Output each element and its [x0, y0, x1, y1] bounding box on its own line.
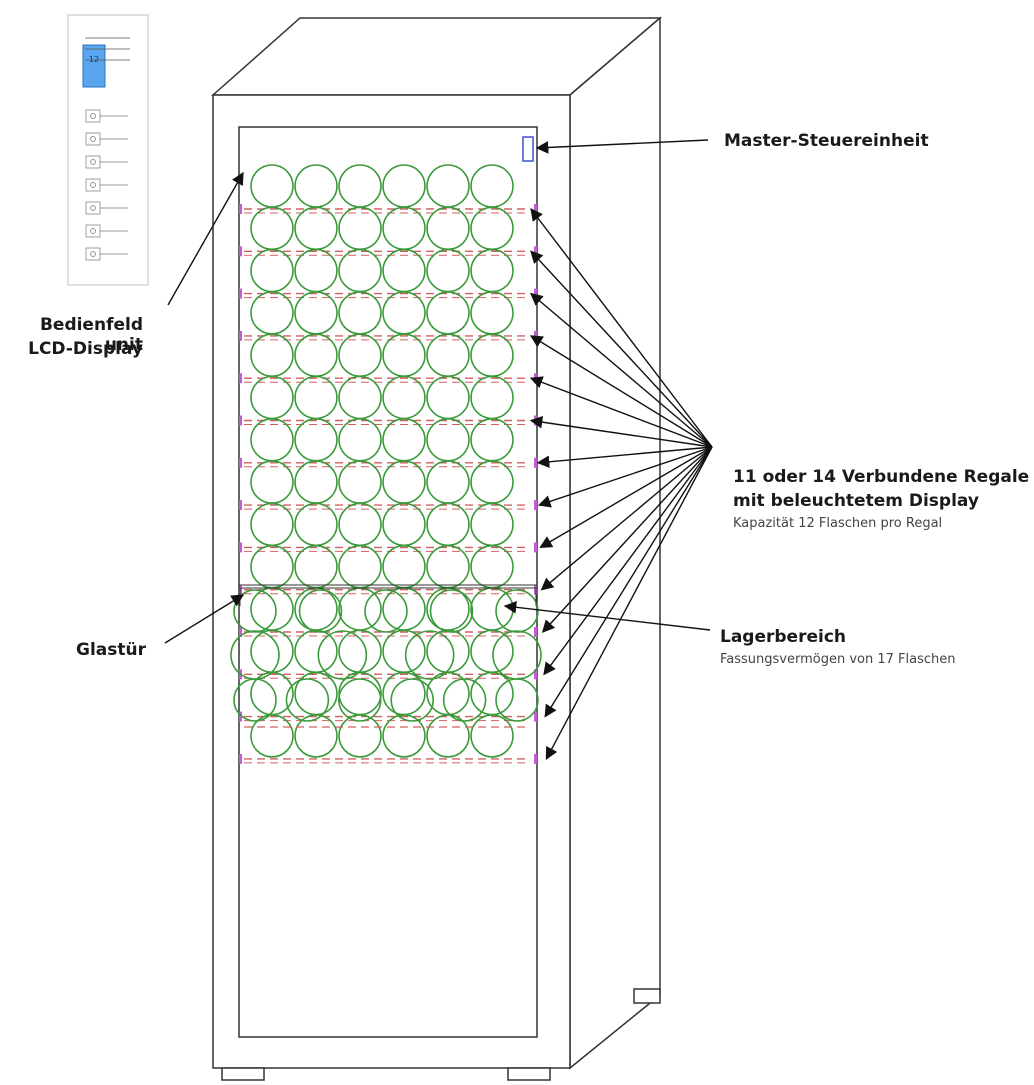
shelf-tab-left: [239, 204, 242, 214]
arrow-shelf-13: [544, 446, 713, 718]
shelf-tab-left: [239, 542, 242, 553]
shelf-tab-right: [534, 457, 537, 468]
arrow-glastuer: [164, 594, 245, 644]
storage-bottle: [364, 589, 408, 633]
master-control-unit: [522, 136, 534, 162]
foot-back: [633, 988, 661, 1004]
arrow-shelf-11: [541, 446, 713, 633]
down-icon: [85, 201, 128, 215]
control-panel: 12: [67, 14, 149, 286]
shelf-tab-left: [239, 330, 242, 341]
storage-bottle: [317, 630, 368, 680]
arrow-bedienfeld: [167, 171, 244, 306]
arrow-shelf-3: [530, 292, 713, 448]
arrow-master: [535, 139, 709, 154]
shelf-tab-left: [239, 246, 242, 257]
label-storage-area: Lagerbereich: [720, 627, 847, 647]
storage-bottle: [495, 678, 539, 722]
label-shelves-line2: mit beleuchtetem Display: [733, 491, 979, 511]
foot-right: [507, 1067, 551, 1081]
storage-bottle: [429, 589, 474, 633]
bottle: [338, 714, 382, 758]
storage-bottle: [285, 678, 330, 722]
storage-area: [230, 589, 542, 728]
shelf-tab-left: [239, 627, 242, 637]
bottle: [426, 714, 470, 758]
arrow-lager: [503, 601, 711, 631]
arrow-shelf-8: [538, 446, 713, 508]
label-control-panel-line1: Bedienfeld unit: [39, 315, 143, 355]
glass-door: [238, 126, 538, 1038]
label-shelves-line1: 11 oder 14 Verbundene Regale: [733, 467, 1030, 487]
shelf-14: [239, 714, 537, 764]
shelf-tab-right: [534, 669, 537, 680]
shelf-tab-right: [534, 627, 537, 637]
shelf-tab-right: [534, 500, 537, 511]
foot-left: [221, 1067, 265, 1081]
shelf-8: [239, 460, 537, 511]
label-shelves-capacity: Kapazität 12 Flaschen pro Regal: [733, 516, 943, 531]
lcd-display: [82, 44, 106, 88]
shelf-1: [239, 164, 537, 214]
storage-bottle: [233, 589, 277, 633]
cabinet-front: [212, 94, 571, 1069]
storage-bottle: [298, 589, 343, 633]
storage-bottle: [337, 678, 382, 722]
label-master-control: Master-Steuereinheit: [724, 131, 929, 151]
light-icon: [85, 132, 128, 146]
shelf-tab-left: [239, 288, 242, 299]
bottle: [470, 714, 514, 758]
storage-bottle: [442, 678, 487, 722]
storage-bottle: [233, 678, 277, 722]
storage-bottle: [404, 630, 455, 680]
lock-icon: [85, 247, 128, 261]
arrow-shelf-2: [530, 250, 713, 448]
arrow-shelf-4: [529, 335, 713, 448]
shelf-tab-left: [239, 373, 242, 384]
arrow-shelf-6: [529, 415, 713, 448]
arrow-shelf-1: [530, 207, 713, 448]
shelf-tab-left: [239, 753, 242, 764]
label-control-panel-line2: LCD-Display: [28, 339, 143, 359]
shelf-tab-left: [239, 500, 242, 511]
storage-bottle: [495, 589, 539, 633]
cabinet-side: [569, 16, 661, 1070]
arrow-shelf-9: [539, 446, 713, 549]
label-storage-capacity: Fassungsvermögen von 17 Flaschen: [720, 652, 956, 667]
shelf-tab-left: [239, 457, 242, 468]
storage-divider: [238, 584, 538, 589]
arrow-shelf-10: [540, 446, 713, 591]
up-icon: [85, 178, 128, 192]
lcd-readout: 12: [89, 55, 99, 64]
set-icon: [85, 224, 128, 238]
shelf-tab-right: [534, 542, 537, 553]
bottle: [382, 714, 426, 758]
arrow-shelf-5: [529, 376, 713, 448]
shelf-tab-right: [534, 753, 537, 764]
shelf-tab-right: [534, 711, 537, 722]
bottle: [250, 714, 294, 758]
bottle: [294, 714, 338, 758]
arrow-shelf-14: [545, 446, 713, 761]
shelf-tab-right: [534, 373, 537, 384]
power-icon: [85, 155, 128, 169]
cabinet: [211, 16, 663, 1081]
label-glass-door: Glastür: [76, 640, 146, 660]
callout-arrows: [164, 139, 713, 761]
shelf-tab-left: [239, 711, 242, 722]
storage-bottle: [390, 678, 435, 722]
shelf-tab-left: [239, 415, 242, 426]
arrow-shelf-7: [536, 446, 713, 469]
fan-icon: [85, 109, 128, 123]
arrow-shelf-12: [543, 446, 713, 676]
